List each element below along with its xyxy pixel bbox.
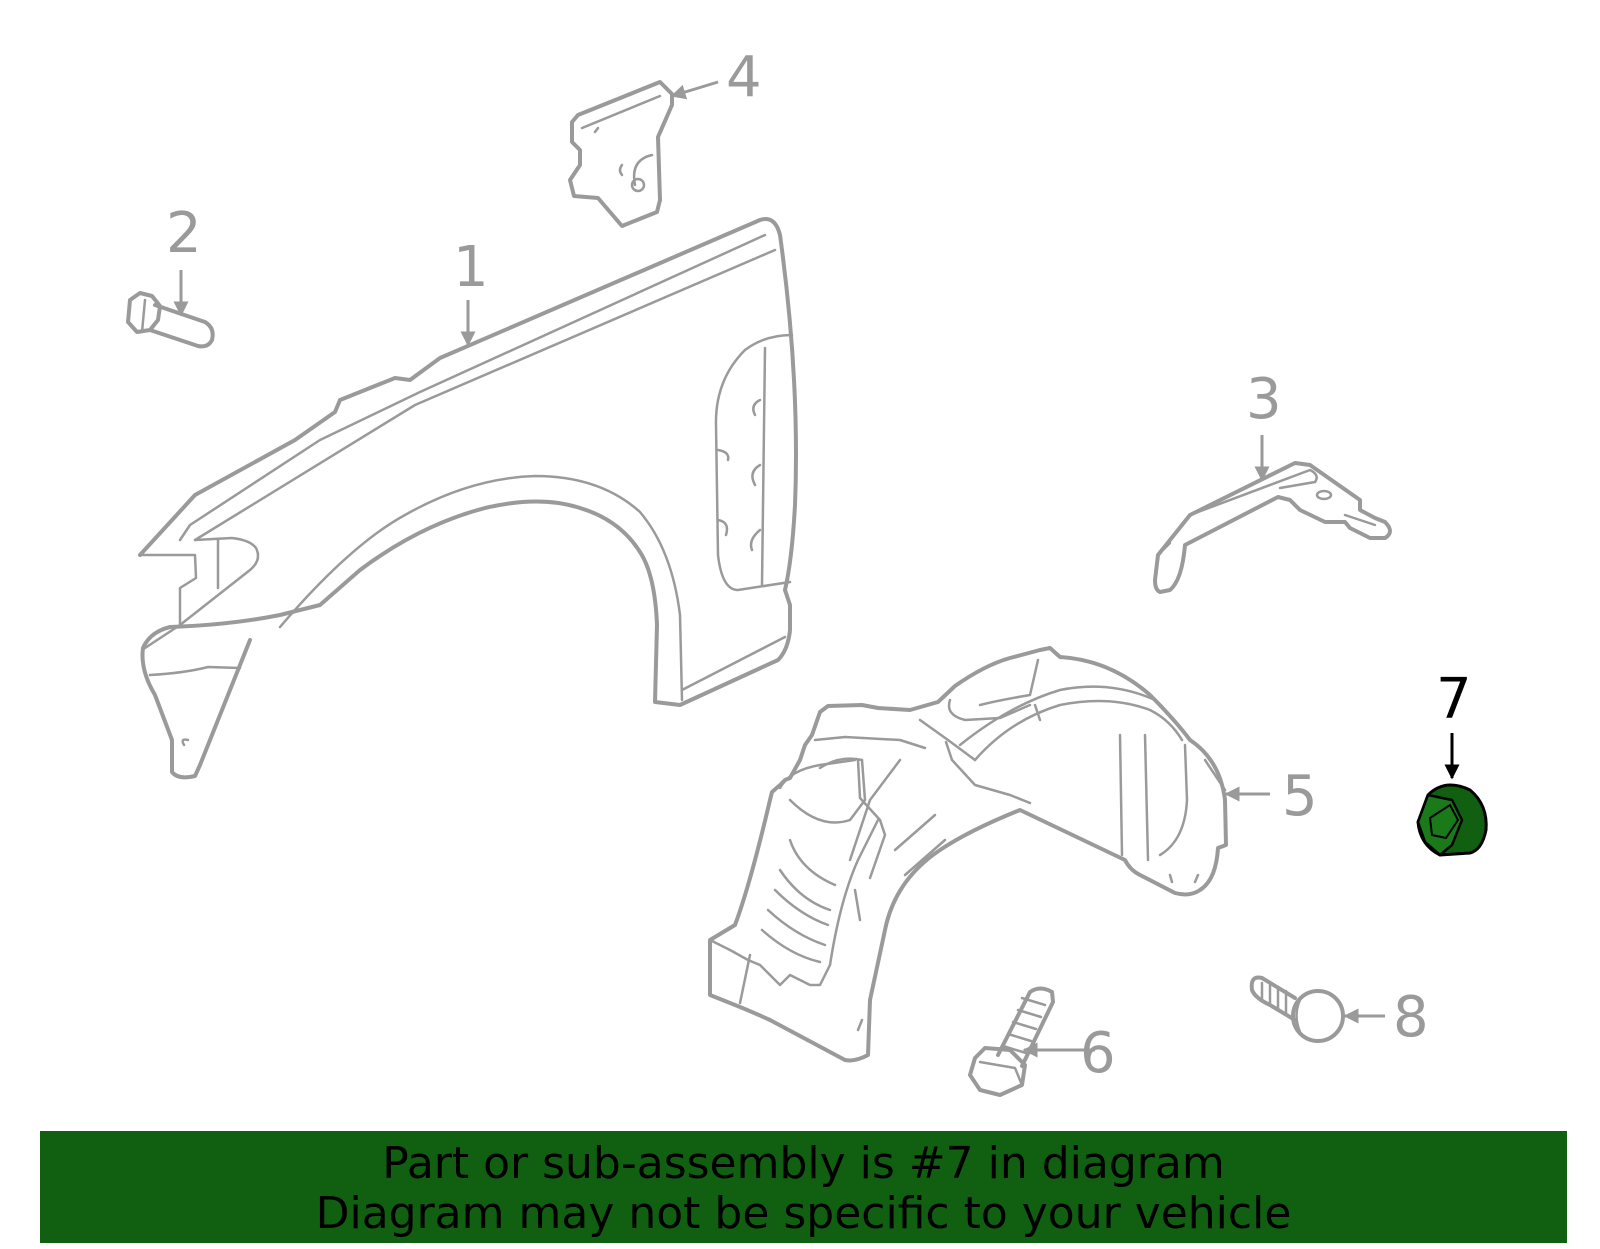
bolt-part-6	[968, 986, 1055, 1097]
callout-1: 1	[453, 235, 489, 300]
parts-diagram: 1 2 3 4 5 6 7 8	[126, 45, 1488, 1097]
callout-numbers: 1 2 3 4 5 6 7 8	[166, 45, 1472, 1086]
part-info-banner: Part or sub-assembly is #7 in diagram Di…	[40, 1131, 1567, 1243]
bolt-part-2	[126, 291, 215, 349]
banner-line-part: Part or sub-assembly is #7 in diagram	[382, 1138, 1225, 1189]
callout-2: 2	[166, 201, 202, 266]
callout-4: 4	[726, 45, 762, 110]
callout-8: 8	[1393, 985, 1429, 1050]
fender-part-1	[138, 217, 798, 780]
callout-5: 5	[1282, 764, 1318, 829]
screw-part-8	[1249, 975, 1345, 1043]
leader-lines	[173, 80, 1460, 1058]
bracket-part-4	[568, 80, 674, 228]
callout-6: 6	[1080, 1021, 1116, 1086]
callout-3: 3	[1246, 367, 1282, 432]
bracket-part-3	[1153, 461, 1392, 594]
banner-line-disclaimer: Diagram may not be specific to your vehi…	[315, 1188, 1292, 1239]
nut-part-7	[1416, 783, 1488, 857]
wheel-liner-part-5	[708, 646, 1228, 1063]
callout-7: 7	[1436, 667, 1472, 732]
